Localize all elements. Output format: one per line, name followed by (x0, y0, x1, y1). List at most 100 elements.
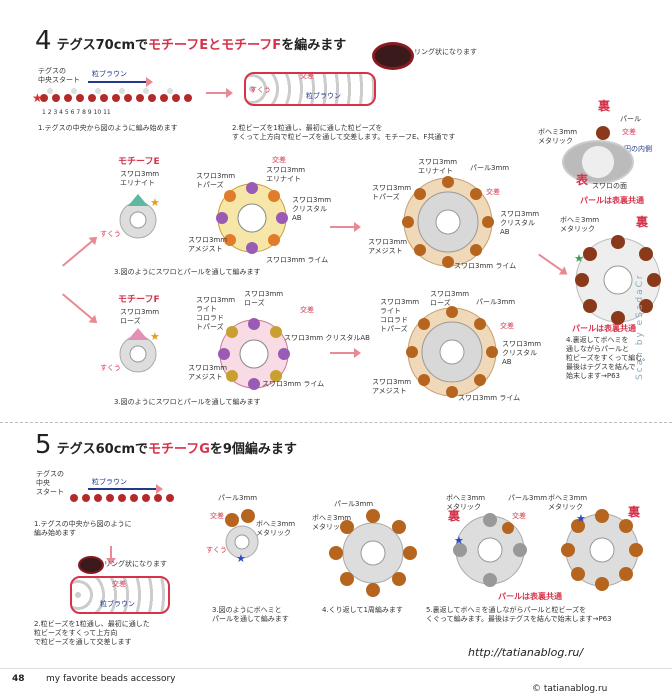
step4-direction-arrow (88, 77, 153, 87)
motif-e-crystal-label: スワロ3mm クリスタル AB (292, 196, 332, 222)
step4-pearl-label: パール (620, 115, 641, 123)
motif-f-arrow (330, 348, 361, 358)
step4-bead-chain: ★ (32, 88, 192, 105)
step4-back-label-2: 裏 (636, 215, 649, 229)
step4-cross-label-2: 交差 (622, 128, 636, 136)
step4-pearl-front-label: パールは表裏共通 (580, 196, 644, 205)
motif-f-note3: 3.図のようにスワロとパールを通して編みます (114, 398, 261, 406)
motif-f-label: モチーフF (118, 295, 160, 305)
step4-bohemi-label: ボヘミ3mm メタリック (538, 128, 578, 145)
scanner-watermark: Scan by eSadaCr (635, 273, 645, 380)
merge-arrow (538, 253, 564, 273)
step5-bead-chain (70, 494, 174, 502)
step4-heading-a: テグス70cmで (56, 38, 148, 53)
svg-text:★: ★ (576, 512, 586, 525)
step5-heading-b: モチーフG (147, 442, 210, 457)
motif-f-rose-label: スワロ3mm ローズ (244, 290, 284, 307)
step5-bohemi-label-4: ボヘミ3mm メタリック (548, 494, 588, 511)
step5-heading-a: テグス60cmで (56, 442, 148, 457)
motif-f-light-label-2: スワロ3mm ライト コロラド トパーズ (380, 298, 420, 333)
footer-url[interactable]: http://tatianablog.ru/ (468, 646, 584, 659)
footer-line (0, 668, 672, 669)
step5-pearl-label-3: パール3mm (508, 494, 548, 502)
step5-cross-label: 交差 (112, 580, 126, 588)
step4-counter: 1 2 3 4 5 6 7 8 9 10 11 (42, 109, 111, 116)
step5-bohemi-label-3: ボヘミ3mm メタリック (446, 494, 486, 511)
step4-heading-c: を編みます (281, 38, 347, 53)
motif-e-lime-label: スワロ3mm ライム (266, 256, 329, 264)
step5-direction-arrow (88, 484, 163, 494)
motif-e-swaro-label: スワロ3mm エリナイト (120, 170, 160, 187)
motif-e-step3b-diagram (402, 176, 494, 268)
step5-start-label: テグスの 中央 スタート (36, 470, 64, 496)
svg-text:★: ★ (32, 91, 43, 105)
step4-cross-label: 交差 (300, 72, 314, 80)
motif-e-lime-label-2: スワロ3mm ライム (454, 262, 517, 270)
motif-f-pearl-label: パール3mm (476, 298, 516, 306)
motif-f-lime-label: スワロ3mm ライム (262, 380, 325, 388)
svg-text:★: ★ (574, 252, 584, 265)
step4-header: 4 テグス70cmでモチーフEとモチーフFを編みます (35, 26, 346, 56)
motif-f-amethyst-label: スワロ3mm アメジスト (188, 364, 228, 381)
step5-note2: 2.粒ビーズを1粒通し、最初に通した 粒ビーズをすくって上方向 で粒ビーズを通し… (34, 620, 150, 646)
step4-side-circle (562, 140, 634, 184)
svg-text:★: ★ (236, 552, 246, 565)
step5-back-label: 裏 (448, 509, 461, 523)
motif-f-step3b-diagram (406, 306, 498, 398)
motif-f-step3-diagram (218, 318, 290, 390)
bohemi-bead-icon (596, 126, 610, 140)
step4-ring-diagram (244, 72, 376, 106)
page-number: 48 (12, 674, 25, 684)
step5-heading-c: を9個編みます (209, 442, 297, 457)
step5-step4-diagram (329, 509, 417, 597)
step5-note4: 4.くり返して1周編みます (322, 606, 403, 614)
motif-f-scoop: すくう (100, 364, 121, 372)
svg-text:★: ★ (150, 330, 160, 343)
step4-start-label: テグスの 中央スタート (38, 67, 80, 84)
ring-icon (372, 42, 414, 70)
step5-note1: 1.テグスの中央から図のように 編み始めます (34, 520, 132, 537)
step5-scoop-label: すくう (206, 546, 227, 554)
step5-note5: 5.裏返してボヘミを通しながらパールと粒ビーズを くぐって編みます。最後はテグス… (426, 606, 612, 623)
motif-e-swaro-label-3: スワロ3mm エリナイト (418, 158, 458, 175)
motif-e-note3: 3.図のようにスワロとパールを通して編みます (114, 268, 261, 276)
split-arrow-up (62, 239, 94, 267)
step5-ring-icon (78, 556, 104, 574)
step4-inner-label: 円の内側 (624, 145, 652, 153)
step5-cross-label-2: 交差 (210, 512, 224, 520)
motif-e-amethyst-label-2: スワロ3mm アメジスト (368, 238, 408, 255)
svg-text:★: ★ (150, 196, 160, 209)
step5-pearl-label: パール3mm (218, 494, 258, 502)
step5-bohemi-label: ボヘミ3mm メタリック (256, 520, 296, 537)
motif-f-crystal-label-2: スワロ3mm クリスタル AB (502, 340, 542, 366)
motif-f-light-label: スワロ3mm ライト コロラド トパーズ (196, 296, 236, 331)
motif-f-amethyst-label-2: スワロ3mm アメジスト (372, 378, 412, 395)
step4-bead-label: 粒ブラウン (92, 70, 127, 78)
step4-note4: 4.裏返してボヘミを 通しながらパールと 粒ビーズをすくって編む。 最後はテグス… (566, 336, 650, 380)
motif-f-cross-2: 交差 (500, 322, 514, 330)
motif-e-small: ★ (119, 194, 160, 239)
step4-bohemi-label-2: ボヘミ3mm メタリック (560, 216, 600, 233)
motif-e-swaro-label-2: スワロ3mm エリナイト (266, 166, 306, 183)
step5-step5b-diagram: ★ (561, 509, 643, 591)
motif-e-step3-diagram (216, 182, 288, 254)
motif-e-scoop: すくう (100, 230, 121, 238)
footer-title: my favorite beads accessory (46, 674, 176, 684)
step5-bohemi-label-2: ボヘミ3mm メタリック (312, 514, 352, 531)
step5-pearl-common: パールは表裏共通 (498, 592, 562, 601)
step5-step3-diagram: ★ (225, 509, 259, 565)
step4-arrow-1 (206, 88, 233, 98)
step4-ring-bead-label: 粒ブラウン (306, 92, 341, 100)
step4-back-label: 裏 (598, 99, 611, 113)
motif-e-arrow (330, 222, 361, 232)
step5-header: 5 テグス60cmでモチーフGを9個編みます (35, 430, 297, 460)
step4-scoop-label: すくう (250, 86, 271, 94)
step5-bead-label: 粒ブラウン (92, 478, 127, 486)
step4-swaro-face-label: スワロの面 (592, 182, 627, 190)
step4-pearl-front-label-2: パールは表裏共通 (572, 324, 636, 333)
step5-note3: 3.図のようにボヘミと パールを通して編みます (212, 606, 289, 623)
step4-front-label: 表 (576, 173, 589, 187)
step5-pearl-label-2: パール3mm (334, 500, 374, 508)
motif-e-crystal-label-2: スワロ3mm クリスタル AB (500, 210, 540, 236)
motif-f-swaro-label: スワロ3mm ローズ (120, 308, 160, 325)
